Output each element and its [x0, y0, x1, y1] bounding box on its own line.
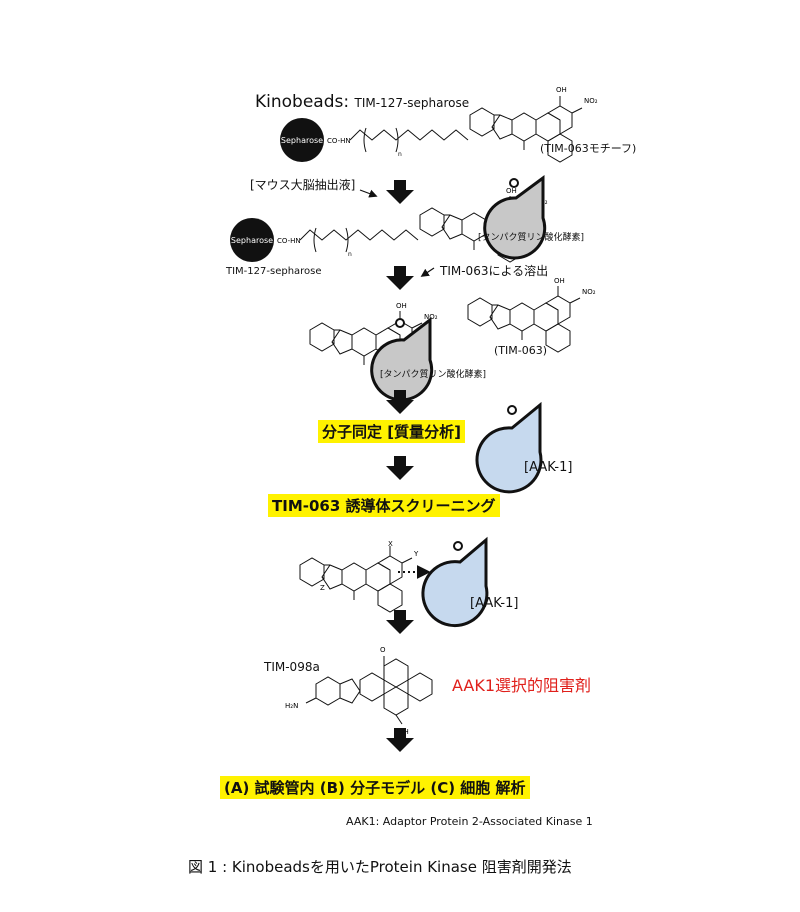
peg-linker	[349, 129, 469, 141]
resin-name-2: TIM-127-sepharose	[226, 266, 322, 277]
derivative-structure	[299, 545, 413, 613]
linker-label-2: CO-HN	[277, 237, 301, 245]
down-arrow-1	[386, 180, 414, 204]
input-label: [マウス大脳抽出液]	[250, 178, 356, 192]
z-label: Z	[320, 584, 325, 592]
no2-label-3: NO₂	[424, 313, 438, 321]
tim098a-structure	[305, 656, 433, 725]
input-curved-arrow	[359, 189, 378, 198]
compound-label: (TIM-063)	[494, 344, 548, 357]
pacman-eye-2	[395, 318, 405, 328]
kinase-label: [タンパク質リン酸化酵素]	[478, 233, 585, 243]
peg-linker-2	[299, 229, 419, 241]
o-label: O	[380, 646, 386, 654]
repeat-n-2: n	[348, 251, 352, 258]
repeat-brackets-2	[313, 227, 349, 253]
h2n-label: H₂N	[285, 702, 298, 710]
oh-label-2: OH	[506, 187, 517, 195]
down-arrow-2	[386, 266, 414, 290]
pacman-eye	[509, 178, 519, 188]
down-arrow-4	[386, 456, 414, 480]
oh-label: OH	[556, 86, 567, 94]
sepharose-bead-2	[230, 218, 274, 262]
kinase-pacman-gray	[483, 175, 547, 260]
aak1-pacman-blue-2	[421, 536, 489, 628]
elution-label: TIM-063による溶出	[440, 264, 549, 278]
free-tim063-structure	[467, 285, 581, 353]
motif-label: (TIM-063モチーフ)	[540, 142, 637, 155]
repeat-n: n	[398, 151, 402, 158]
x-label: X	[388, 540, 393, 548]
figure-caption: 図 1 : Kinobeadsを用いたProtein Kinase 阻害剤開発法	[188, 858, 572, 876]
y-label: Y	[413, 550, 419, 558]
repeat-brackets	[363, 127, 399, 153]
kinase-pacman-gray-2	[370, 316, 434, 402]
sepharose-label-2: Sepharose	[231, 236, 273, 245]
pacman-eye-4	[453, 541, 463, 551]
no2-label-4: NO₂	[582, 288, 596, 296]
footnote: AAK1: Adaptor Protein 2-Associated Kinas…	[346, 815, 593, 828]
aak1-pacman-blue	[475, 401, 543, 494]
resin-name: TIM-127-sepharose	[354, 96, 470, 110]
elution-arrow	[420, 267, 435, 277]
down-arrow-3	[386, 390, 414, 414]
step3-title: 分子同定 [質量分析]	[318, 420, 465, 443]
kinobeads-label: Kinobeads:	[255, 92, 350, 112]
oh-label-3: OH	[396, 302, 407, 310]
down-arrow-6	[386, 728, 414, 752]
sepharose-bead	[280, 118, 324, 162]
no2-label: NO₂	[584, 97, 598, 105]
step4-title: TIM-063 誘導体スクリーニング	[268, 494, 500, 517]
kinase-label-2: [タンパク質リン酸化酵素]	[380, 370, 487, 380]
sepharose-label: Sepharose	[281, 136, 323, 145]
step6-title: (A) 試験管内 (B) 分子モデル (C) 細胞 解析	[220, 776, 530, 799]
kinobeads-title: Kinobeads: TIM-127-sepharose	[255, 92, 469, 112]
down-arrow-5	[386, 610, 414, 634]
down-arrows	[386, 180, 414, 752]
pacman-eye-3	[507, 405, 517, 415]
linker-label: CO-HN	[327, 137, 351, 145]
oh-label-4: OH	[554, 277, 565, 285]
step3-target: [AAK-1]	[524, 460, 573, 475]
result-label: AAK1選択的阻害剤	[452, 676, 592, 695]
compound-name: TIM-098a	[264, 660, 320, 674]
step4-target: [AAK-1]	[470, 596, 519, 611]
